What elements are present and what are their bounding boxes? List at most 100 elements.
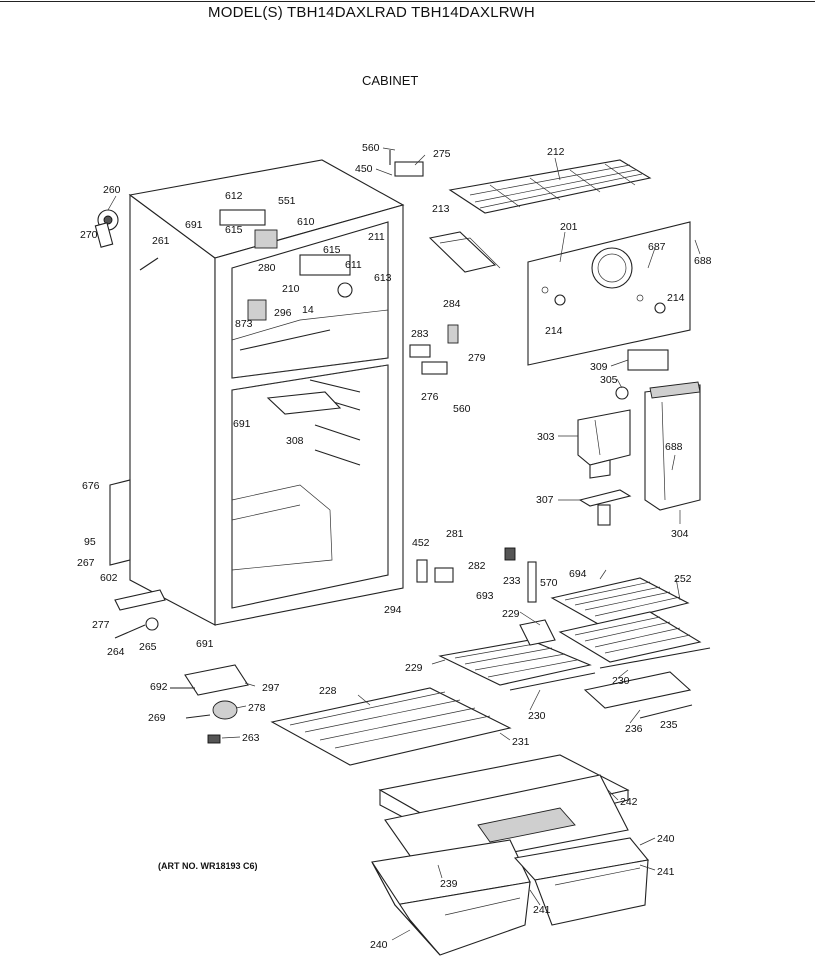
ice-tray [428, 231, 497, 273]
callout: 265 [139, 641, 157, 653]
callout: 308 [286, 435, 304, 447]
callout: 304 [671, 528, 689, 540]
control-housing [577, 409, 631, 479]
callout: 236 [625, 723, 643, 735]
bracket-282 [434, 567, 454, 583]
callout: 691 [196, 638, 214, 650]
callout: 14 [302, 304, 314, 316]
callout: 211 [368, 231, 385, 243]
callout: 270 [80, 229, 98, 241]
callout: 692 [150, 681, 168, 693]
cabinet-body [94, 150, 424, 626]
pin-264 [114, 624, 146, 639]
shelf-228 [270, 687, 512, 766]
callout: 229 [502, 608, 520, 620]
leveler-263 [207, 734, 221, 744]
cam-233 [504, 547, 516, 561]
callout: 687 [648, 241, 666, 253]
callout: 873 [235, 318, 253, 330]
callout: 269 [148, 712, 166, 724]
art-number-note: (ART NO. WR18193 C6) [158, 861, 258, 871]
callout: 280 [258, 262, 276, 274]
callout: 95 [84, 536, 96, 548]
callout-labels: 560 275 450 212 260 612 551 691 615 610 … [77, 142, 712, 951]
callout: 279 [468, 352, 486, 364]
model-title: MODEL(S) TBH14DAXLRAD TBH14DAXLRWH [208, 4, 535, 21]
callout: 283 [411, 328, 429, 340]
callout: 261 [152, 235, 170, 247]
callout: 239 [440, 878, 458, 890]
crisper-pan-right [513, 837, 650, 926]
callout: 613 [374, 272, 392, 284]
callout: 452 [412, 537, 430, 549]
callout: 240 [370, 939, 388, 951]
crisper-frame [384, 774, 629, 871]
callout: 303 [537, 431, 555, 443]
shelf-252 [550, 577, 690, 626]
callout: 602 [100, 572, 118, 584]
shelf-229-right [558, 611, 702, 663]
callout: 242 [620, 796, 638, 808]
callout: 610 [297, 216, 315, 228]
callout: 275 [433, 148, 451, 160]
section-title: CABINET [362, 73, 419, 88]
bracket-452 [416, 559, 428, 583]
callout: 693 [476, 590, 494, 602]
callout: 560 [453, 403, 471, 415]
callout: 615 [323, 244, 341, 256]
callout: 241 [533, 904, 551, 916]
leader-lines [107, 147, 701, 941]
rail-230-b [599, 647, 711, 669]
callout: 264 [107, 646, 125, 658]
callout: 210 [282, 283, 300, 295]
callout: 560 [362, 142, 380, 154]
hinge-297 [184, 664, 249, 696]
callout: 309 [590, 361, 608, 373]
callout: 235 [660, 719, 678, 731]
bracket-276 [421, 361, 448, 375]
callout: 241 [657, 866, 675, 878]
callout: 230 [612, 675, 630, 687]
callout: 228 [319, 685, 337, 697]
callout: 214 [667, 292, 685, 304]
callout: 282 [468, 560, 486, 572]
callout: 551 [278, 195, 296, 207]
callout: 231 [512, 736, 530, 748]
callout: 691 [233, 418, 251, 430]
callout: 615 [225, 224, 243, 236]
callout: 277 [92, 619, 110, 631]
damper-307 [578, 489, 632, 507]
callout: 214 [545, 325, 563, 337]
light-279 [447, 324, 459, 344]
damper-stem [597, 504, 611, 526]
callout: 296 [274, 307, 292, 319]
callout: 230 [528, 710, 546, 722]
callout: 570 [540, 577, 558, 589]
callout: 294 [384, 604, 402, 616]
callout: 611 [345, 259, 362, 271]
callout: 233 [503, 575, 521, 587]
callout: 284 [443, 298, 461, 310]
crisper-pan-left [371, 839, 531, 956]
label-309 [627, 349, 669, 371]
callout: 263 [242, 732, 260, 744]
callout: 281 [446, 528, 464, 540]
callout: 212 [547, 146, 565, 158]
shelf-229-left [438, 639, 592, 686]
callout: 450 [355, 163, 373, 175]
callout: 305 [600, 374, 618, 386]
callout: 297 [262, 682, 280, 694]
rail-230 [509, 672, 596, 691]
callout: 229 [405, 662, 423, 674]
roller-265 [145, 617, 159, 631]
callout: 252 [674, 573, 692, 585]
callout: 612 [225, 190, 243, 202]
freezer-back-panel [527, 221, 691, 366]
callout: 213 [432, 203, 450, 215]
callout: 676 [82, 480, 100, 492]
callout: 201 [560, 221, 578, 233]
callout: 307 [536, 494, 554, 506]
drawer-236 [583, 671, 692, 709]
